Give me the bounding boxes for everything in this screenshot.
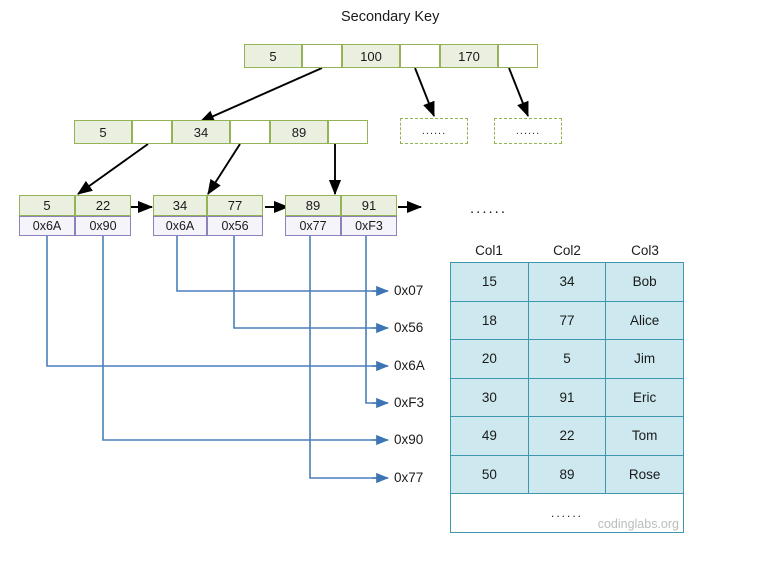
placeholder-box-2: ...... bbox=[494, 118, 562, 144]
root-cell-ptr-1 bbox=[302, 44, 342, 68]
table-header-col3: Col3 bbox=[631, 243, 659, 258]
table-cell: 15 bbox=[450, 262, 529, 302]
table-row: 30 91 Eric bbox=[450, 377, 684, 417]
leaf2-key-1: 34 bbox=[153, 195, 207, 216]
watermark: codinglabs.org bbox=[597, 516, 679, 531]
internal-cell-key-2: 34 bbox=[172, 120, 230, 144]
leaf1-pointer-1: 0x6A bbox=[19, 216, 75, 236]
address-label-0x90: 0x90 bbox=[394, 432, 424, 447]
table-header-col2: Col2 bbox=[553, 243, 581, 258]
table-cell: Tom bbox=[605, 416, 684, 456]
leaf-node-2: 34 77 0x6A 0x56 bbox=[153, 195, 263, 236]
address-label-0x6A: 0x6A bbox=[394, 358, 425, 373]
table-cell: 50 bbox=[450, 454, 529, 494]
address-label-0x56: 0x56 bbox=[394, 320, 424, 335]
internal-cell-key-1: 5 bbox=[74, 120, 132, 144]
table-footer-ellipsis: ...... bbox=[550, 505, 583, 520]
table-row: 20 5 Jim bbox=[450, 339, 684, 379]
table-cell: 49 bbox=[450, 416, 529, 456]
edge-internal-to-leaf-2 bbox=[207, 143, 241, 195]
table-cell: Jim bbox=[605, 339, 684, 379]
edge-root-to-internal bbox=[198, 67, 323, 123]
wire-leaf1-p2-0x90 bbox=[102, 232, 386, 441]
table-cell: Bob bbox=[605, 262, 684, 302]
data-table: 15 34 Bob 18 77 Alice 20 5 Jim 30 91 bbox=[450, 262, 684, 533]
edge-root-to-placeholder-1 bbox=[414, 67, 435, 118]
table-row: 15 34 Bob bbox=[450, 262, 684, 302]
root-node: 5 100 170 bbox=[244, 44, 538, 68]
root-cell-ptr-2 bbox=[400, 44, 440, 68]
leaf-node-1: 5 22 0x6A 0x90 bbox=[19, 195, 131, 236]
address-label-0x07: 0x07 bbox=[394, 283, 424, 298]
root-cell-key-1: 5 bbox=[244, 44, 302, 68]
diagram-title: Secondary Key bbox=[341, 9, 440, 25]
leaf2-key-2: 77 bbox=[207, 195, 263, 216]
root-cell-key-2: 100 bbox=[342, 44, 400, 68]
table-cell: 89 bbox=[527, 454, 607, 494]
table-row: 49 22 Tom bbox=[450, 416, 684, 456]
leaf3-key-1: 89 bbox=[285, 195, 341, 216]
address-label-0xF3: 0xF3 bbox=[394, 395, 425, 410]
placeholder-box-1: ...... bbox=[400, 118, 468, 144]
table-cell: 22 bbox=[527, 416, 607, 456]
leaf3-pointer-1: 0x77 bbox=[285, 216, 341, 236]
table-row: 18 77 Alice bbox=[450, 300, 684, 340]
leaf1-pointer-2: 0x90 bbox=[75, 216, 131, 236]
table-cell: 5 bbox=[527, 339, 607, 379]
table-cell: Alice bbox=[605, 300, 684, 340]
leaf2-pointer-1: 0x6A bbox=[153, 216, 207, 236]
data-table-wrapper: 15 34 Bob 18 77 Alice 20 5 Jim 30 91 bbox=[450, 262, 684, 533]
leaf3-key-2: 91 bbox=[341, 195, 397, 216]
edge-internal-to-leaf-1 bbox=[77, 143, 149, 195]
leaf2-pointer-2: 0x56 bbox=[207, 216, 263, 236]
table-cell: 20 bbox=[450, 339, 529, 379]
leaf-node-3: 89 91 0x77 0xF3 bbox=[285, 195, 397, 236]
root-cell-key-3: 170 bbox=[440, 44, 498, 68]
table-cell: Rose bbox=[605, 454, 684, 494]
internal-cell-key-3: 89 bbox=[270, 120, 328, 144]
internal-node: 5 34 89 bbox=[74, 120, 368, 144]
table-cell: 18 bbox=[450, 300, 529, 340]
wire-leaf3-p2-0xF3 bbox=[365, 232, 386, 404]
table-cell: 77 bbox=[527, 300, 607, 340]
wire-leaf2-p1-0x6A bbox=[176, 232, 386, 292]
table-footer-cell: ...... codinglabs.org bbox=[450, 493, 684, 533]
table-cell: Eric bbox=[605, 377, 684, 417]
table-column-headers: Col1 Col2 Col3 bbox=[450, 243, 684, 258]
address-label-0x77: 0x77 bbox=[394, 470, 424, 485]
wire-leaf1-p1-0x6A bbox=[46, 232, 386, 367]
leaf1-key-1: 5 bbox=[19, 195, 75, 216]
wire-leaf3-p1-0x77 bbox=[309, 232, 386, 479]
table-row: 50 89 Rose bbox=[450, 454, 684, 494]
leaf3-pointer-2: 0xF3 bbox=[341, 216, 397, 236]
table-footer-row: ...... codinglabs.org bbox=[450, 493, 684, 533]
root-cell-ptr-3 bbox=[498, 44, 538, 68]
table-header-col1: Col1 bbox=[475, 243, 503, 258]
edge-root-to-placeholder-2 bbox=[508, 67, 529, 118]
internal-cell-ptr-2 bbox=[230, 120, 270, 144]
table-cell: 34 bbox=[527, 262, 607, 302]
internal-cell-ptr-1 bbox=[132, 120, 172, 144]
internal-cell-ptr-3 bbox=[328, 120, 368, 144]
table-cell: 30 bbox=[450, 377, 529, 417]
table-overflow-ellipsis: ...... bbox=[470, 200, 508, 217]
table-cell: 91 bbox=[527, 377, 607, 417]
wire-leaf2-p2-0x56 bbox=[233, 232, 386, 329]
leaf1-key-2: 22 bbox=[75, 195, 131, 216]
